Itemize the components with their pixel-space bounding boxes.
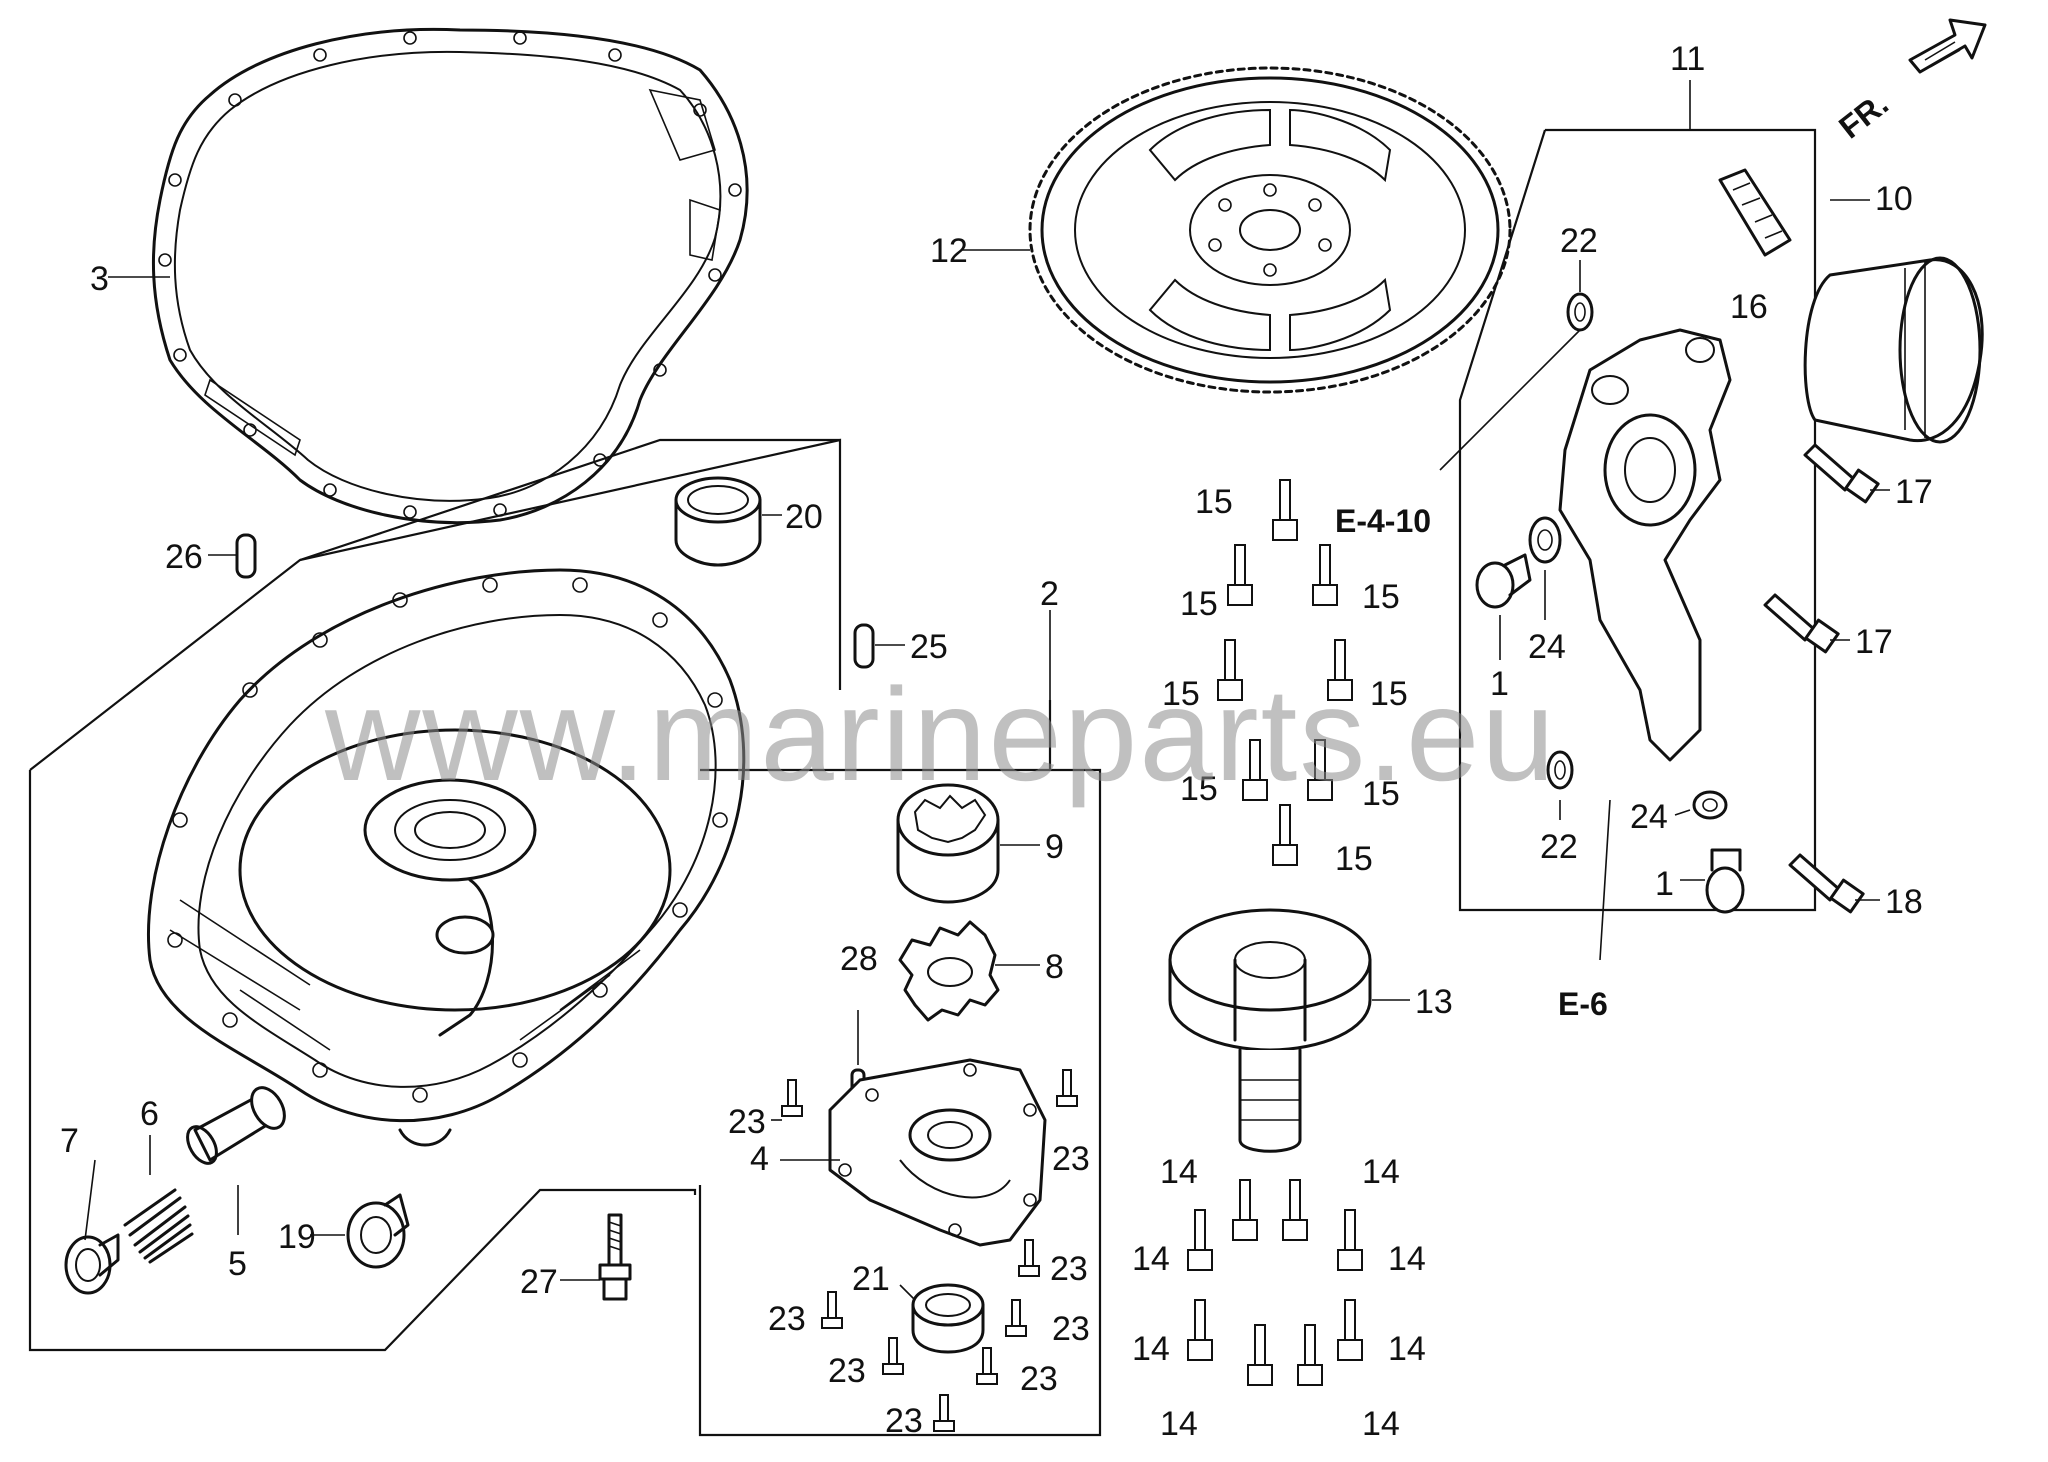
- callout-23-b: 23: [1052, 1140, 1090, 1178]
- callout-8: 8: [1045, 948, 1064, 986]
- callout-14-g: 14: [1160, 1405, 1198, 1443]
- callout-17-upper: 17: [1895, 473, 1933, 511]
- callout-18: 18: [1885, 883, 1923, 921]
- callout-5: 5: [228, 1245, 247, 1283]
- oil-seal-part-21: [911, 1283, 985, 1354]
- callout-26: 26: [165, 538, 203, 576]
- flywheel-housing-part: [146, 568, 746, 1147]
- callout-25: 25: [910, 628, 948, 666]
- callout-2: 2: [1040, 575, 1059, 613]
- callout-14-h: 14: [1362, 1405, 1400, 1443]
- callout-15-a: 15: [1195, 483, 1233, 521]
- callout-15-b: 15: [1180, 585, 1218, 623]
- callout-23-d: 23: [768, 1300, 806, 1338]
- callout-14-c: 14: [1132, 1240, 1170, 1278]
- reference-e-6: E-6: [1558, 986, 1608, 1022]
- callout-4: 4: [750, 1140, 769, 1178]
- front-direction-arrow-icon: [1908, 18, 1987, 74]
- washer-part-24-upper: [1528, 516, 1562, 564]
- washer-part-22-lower: [1546, 750, 1574, 790]
- stud-part-16: [1718, 168, 1792, 257]
- callout-23-a: 23: [728, 1103, 766, 1141]
- callout-6: 6: [140, 1095, 159, 1133]
- bolt-part-17-upper: [1803, 443, 1880, 504]
- reference-e-4-10: E-4-10: [1335, 503, 1431, 539]
- washer-part-24-lower: [1692, 790, 1728, 820]
- outer-rotor-part-9: [896, 783, 1000, 904]
- callout-27: 27: [520, 1263, 558, 1301]
- callout-15-d: 15: [1162, 675, 1200, 713]
- plug-part-19: [346, 1193, 410, 1269]
- assembly-outline-pump: [698, 700, 1102, 1437]
- callout-20: 20: [785, 498, 823, 536]
- callout-28: 28: [840, 940, 878, 978]
- callout-1-lower: 1: [1655, 865, 1674, 903]
- oil-filter-part-10: [1803, 256, 1984, 444]
- callout-22-lower: 22: [1540, 828, 1578, 866]
- callout-3: 3: [90, 260, 109, 298]
- assembly-outline-filter-base: [1458, 128, 1817, 912]
- callout-11: 11: [1670, 40, 1705, 78]
- callout-labels: 3 26 20 25 2 9 8 28 12 13 11 10 16 17 17…: [60, 40, 1933, 1443]
- inner-rotor-part-8: [898, 920, 1000, 1022]
- callout-10: 10: [1875, 180, 1913, 218]
- oil-pump-body-part-4: [828, 1058, 1047, 1247]
- dowel-pin-26: [235, 533, 257, 579]
- screws-part-23: [781, 1069, 1078, 1432]
- bolts-part-14: [1187, 1179, 1363, 1386]
- callout-15-g: 15: [1362, 775, 1400, 813]
- dowel-pin-25: [853, 623, 875, 669]
- callout-15-f: 15: [1180, 770, 1218, 808]
- callout-22-upper: 22: [1560, 222, 1598, 260]
- callout-13: 13: [1415, 983, 1453, 1021]
- callout-19: 19: [278, 1218, 316, 1256]
- callout-14-f: 14: [1388, 1330, 1426, 1368]
- leader-lines: [84, 80, 1890, 1301]
- watermark: www.marineparts.eu: [324, 661, 1557, 808]
- sealing-bolt-part-7: [64, 1233, 120, 1295]
- callout-24-lower: 24: [1630, 798, 1668, 836]
- callout-7: 7: [60, 1122, 79, 1160]
- callout-15-h: 15: [1335, 840, 1373, 878]
- callout-24-upper: 24: [1528, 628, 1566, 666]
- callout-14-d: 14: [1388, 1240, 1426, 1278]
- callout-23-e: 23: [1052, 1310, 1090, 1348]
- callout-14-a: 14: [1160, 1153, 1198, 1191]
- callout-15-e: 15: [1370, 675, 1408, 713]
- drive-plate-part-13: [1168, 908, 1372, 1153]
- filter-base-part-11: [1558, 328, 1732, 762]
- callout-23-f: 23: [828, 1352, 866, 1390]
- callout-14-b: 14: [1362, 1153, 1400, 1191]
- washer-part-22-upper: [1566, 292, 1594, 332]
- callout-12: 12: [930, 232, 968, 270]
- plug-part-1-lower: [1705, 848, 1745, 914]
- callout-1-upper: 1: [1490, 665, 1509, 703]
- callout-23-h: 23: [885, 1402, 923, 1440]
- relief-valve-part-5: [186, 1086, 286, 1165]
- callout-16: 16: [1730, 288, 1768, 326]
- callout-17-lower: 17: [1855, 623, 1893, 661]
- callout-9: 9: [1045, 828, 1064, 866]
- callout-21: 21: [852, 1260, 890, 1298]
- oil-seal-part-20: [674, 476, 762, 567]
- front-direction-label: FR.: [1832, 85, 1895, 145]
- callout-23-g: 23: [1020, 1360, 1058, 1398]
- callout-15-c: 15: [1362, 578, 1400, 616]
- callout-14-e: 14: [1132, 1330, 1170, 1368]
- bolt-part-18: [1788, 853, 1865, 914]
- bolt-part-17-lower: [1763, 593, 1840, 654]
- ring-gear-part-12: [1028, 66, 1512, 394]
- relief-spring-part-6: [123, 1188, 194, 1264]
- bolts-part-15: [1217, 479, 1353, 866]
- bolt-part-27: [598, 1213, 632, 1301]
- callout-23-c: 23: [1050, 1250, 1088, 1288]
- plug-part-1-upper: [1475, 553, 1532, 609]
- gasket-part: [151, 27, 749, 525]
